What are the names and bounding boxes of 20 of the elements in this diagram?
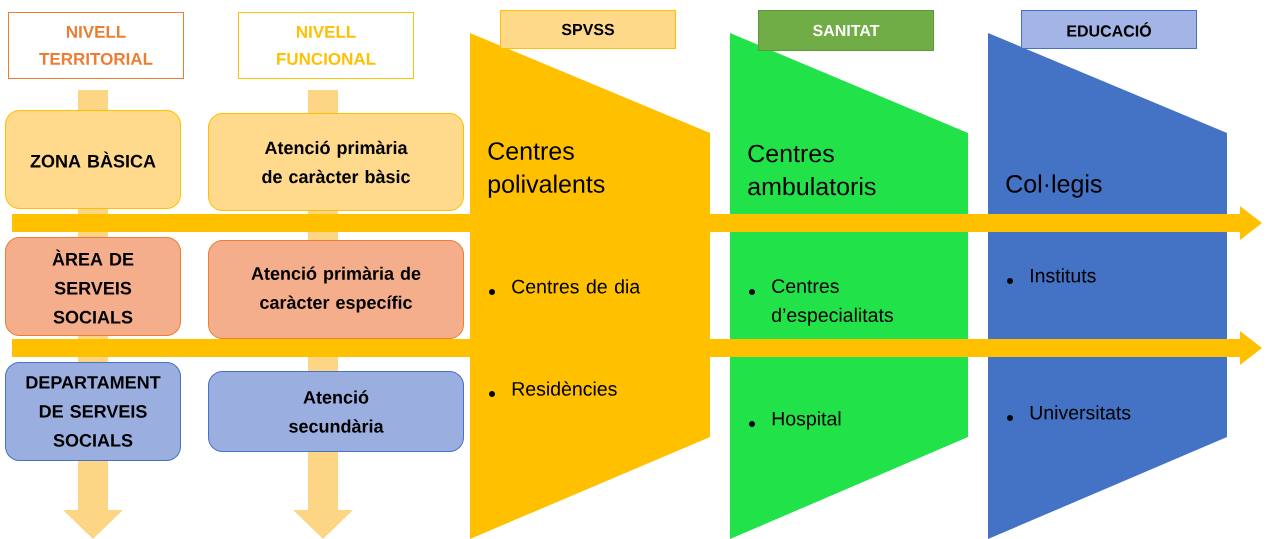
level-box: ZONA BÀSICA [5, 110, 181, 209]
bullet-item: Centres de dia [512, 279, 641, 294]
level-box: Atenció secundària [208, 371, 464, 452]
panel-title: Centres ambulatoris [748, 144, 876, 196]
bullet-item: Residències [512, 381, 617, 396]
level-box: ÀREA DE SERVEIS SOCIALS [5, 237, 181, 336]
header-box: SANITAT [758, 10, 934, 51]
level-box: DEPARTAMENT DE SERVEIS SOCIALS [5, 362, 181, 461]
bullet-item: Universitats [1030, 405, 1131, 420]
header-box: SPVSS [500, 10, 676, 49]
header-box: NIVELL FUNCIONAL [238, 12, 414, 79]
panel-title: Col·legis [1006, 174, 1102, 198]
level-box: Atenció primària de caràcter específic [208, 240, 464, 339]
header-box: EDUCACIÓ [1021, 10, 1197, 49]
header-box: NIVELL TERRITORIAL [8, 12, 184, 79]
level-box: Atenció primària de caràcter bàsic [208, 113, 464, 211]
bullet-item: Instituts [1031, 268, 1096, 283]
bullet-item: Hospital [772, 411, 841, 430]
panel-title: Centres polivalents [488, 142, 605, 198]
bullet-item: Centres d’especialitats [772, 279, 893, 326]
